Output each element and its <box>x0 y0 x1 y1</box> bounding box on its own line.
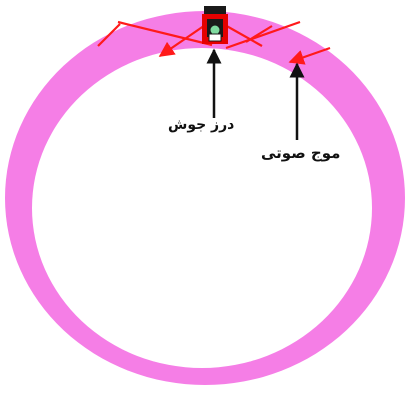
weld-seam-label: درز جوش <box>168 118 234 132</box>
pipe-inner-bore <box>32 48 372 368</box>
sound-wave-label: موج صوتی <box>261 146 340 161</box>
